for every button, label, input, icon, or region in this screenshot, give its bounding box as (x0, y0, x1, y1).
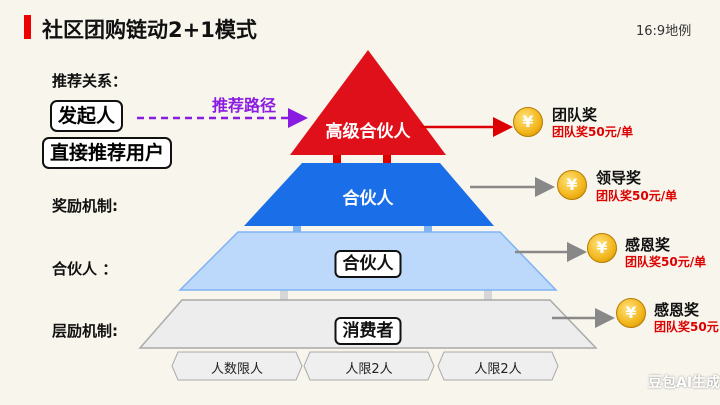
base-box (303, 351, 435, 381)
connector-post (424, 224, 432, 233)
base-box (437, 351, 559, 381)
reward-name: 领导奖 (596, 169, 642, 187)
base-label: 人数限人 (210, 362, 264, 377)
reward-detail: 团队奖50元/单 (625, 255, 707, 269)
connector-post (333, 153, 341, 165)
tier-senior-partner: 高级合伙人 (325, 122, 411, 142)
reward-name: 团队奖 (552, 106, 598, 124)
tier-partner: 合伙人 (342, 189, 394, 209)
reward-detail: 团队奖50元/单 (552, 125, 634, 139)
connector-post (280, 289, 288, 301)
tier-senior-partner-shape (290, 50, 446, 155)
reward-name: 感恩奖 (625, 236, 671, 254)
coin-icon: ¥ (587, 233, 617, 263)
connector-post (484, 289, 492, 301)
relation-label: 推荐关系： (52, 72, 128, 90)
coin-icon: ¥ (616, 298, 646, 328)
initiator-box: 发起人 (50, 100, 124, 132)
base-label: 人限2人 (474, 362, 522, 377)
tier-consumer: 消费者 (334, 317, 402, 345)
watermark: 豆包AI生成 (648, 375, 720, 391)
title-accent-bar (24, 15, 31, 39)
reward-detail: 团队奖50元 (654, 320, 719, 334)
aspect-ratio-label: 16:9地例 (636, 24, 692, 39)
direct-user-box: 直接推荐用户 (42, 137, 173, 169)
referral-path-label: 推荐路径 (212, 96, 277, 115)
partner-label: 合伙人 ： (52, 260, 118, 278)
base-label: 人限2人 (345, 362, 393, 377)
coin-icon: ¥ (513, 107, 543, 137)
connector-post (293, 224, 301, 233)
reward-label: 奖励机制: (52, 197, 118, 215)
reward-detail: 团队奖50元/单 (596, 189, 678, 203)
reward-name: 感恩奖 (654, 301, 700, 319)
tier-partner-shape (244, 163, 494, 226)
coin-icon: ¥ (557, 170, 587, 200)
page-title: 社区团购链动2+1模式 (42, 18, 257, 42)
base-box (171, 351, 303, 381)
tier-label: 层励机制: (52, 322, 118, 340)
connector-post (383, 153, 391, 165)
tier-partner-light: 合伙人 (334, 250, 402, 278)
